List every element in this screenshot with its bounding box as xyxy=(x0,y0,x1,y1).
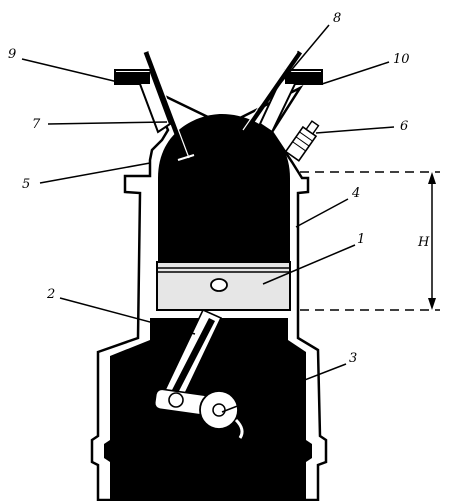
stroke-arrow-top xyxy=(428,172,436,184)
leader-line-10 xyxy=(321,61,390,85)
piston-pin xyxy=(210,278,228,292)
callout-10: 10 xyxy=(393,52,410,67)
callout-6: 6 xyxy=(400,119,408,134)
crank-pin xyxy=(168,392,184,408)
crankshaft-rotation-mark xyxy=(234,418,244,439)
leader-line-7 xyxy=(47,121,168,125)
leader-line-9 xyxy=(21,58,119,83)
connecting-rod-inner xyxy=(172,318,215,393)
leader-line-2 xyxy=(59,297,196,335)
callout-8: 8 xyxy=(333,11,341,26)
leader-line-5 xyxy=(39,162,151,184)
leader-line-4 xyxy=(295,198,349,228)
spark-plug xyxy=(284,120,320,162)
cylinder-chamber xyxy=(158,114,290,262)
crankshaft-center xyxy=(212,403,226,417)
leader-line-6 xyxy=(315,126,395,134)
exhaust-pipe xyxy=(285,72,322,84)
leader-line-1 xyxy=(262,244,356,285)
callout-7: 7 xyxy=(32,117,41,132)
callout-5: 5 xyxy=(22,177,30,192)
intake-valve-head xyxy=(177,154,195,161)
stroke-arrow-bottom xyxy=(428,298,436,310)
callout-1: 1 xyxy=(357,232,365,247)
callout-3: 3 xyxy=(349,351,357,366)
intake-pipe xyxy=(115,72,150,84)
piston xyxy=(156,261,291,311)
callout-2: 2 xyxy=(46,287,55,302)
intake-valve-stem-highlight xyxy=(148,51,190,159)
stroke-label: H xyxy=(417,235,430,250)
intake-valve-stem xyxy=(143,51,189,159)
leader-line-8 xyxy=(257,24,330,111)
exhaust-valve-stem-highlight xyxy=(242,51,298,131)
callout-4: 4 xyxy=(351,186,360,201)
callout-9: 9 xyxy=(8,47,16,62)
leader-line-3 xyxy=(221,363,347,413)
